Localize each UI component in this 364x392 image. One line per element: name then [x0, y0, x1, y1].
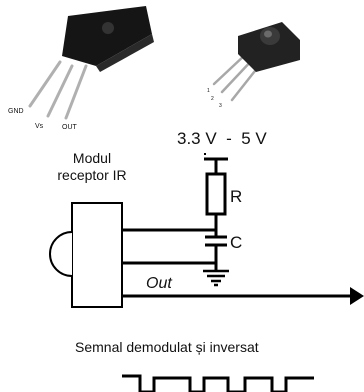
supply-voltage-label: 3.3 V - 5 V	[177, 129, 267, 148]
module-label-line1: Modul	[73, 150, 111, 166]
demodulated-signal-waveform	[122, 374, 314, 392]
module-label-line2: receptor IR	[57, 167, 126, 183]
capacitor-label: C	[230, 233, 242, 252]
circuit-wires	[122, 157, 351, 298]
module-pin-label-1: 1	[207, 88, 210, 94]
resistor-label: R	[230, 187, 242, 206]
ground-symbol	[203, 269, 229, 287]
signal-caption: Semnal demodulat și inversat	[75, 339, 259, 355]
capacitor	[205, 235, 227, 247]
pin-label-gnd: GND	[8, 108, 24, 115]
module-pin-label-3: 3	[219, 103, 222, 109]
ir-receiver-module-box	[71, 202, 123, 308]
module-pin-label-2: 2	[211, 96, 214, 102]
pin-label-vs: Vs	[35, 123, 44, 130]
out-label: Out	[146, 275, 172, 292]
ir-sensor-dome	[49, 231, 73, 277]
pin-label-out: OUT	[62, 124, 78, 131]
ir-receiver-package-photo: GND Vs OUT	[8, 6, 154, 131]
supply-node	[215, 158, 217, 160]
ir-module-photo: 1 2 3	[207, 22, 300, 109]
resistor	[205, 172, 227, 216]
output-arrow	[350, 287, 364, 305]
